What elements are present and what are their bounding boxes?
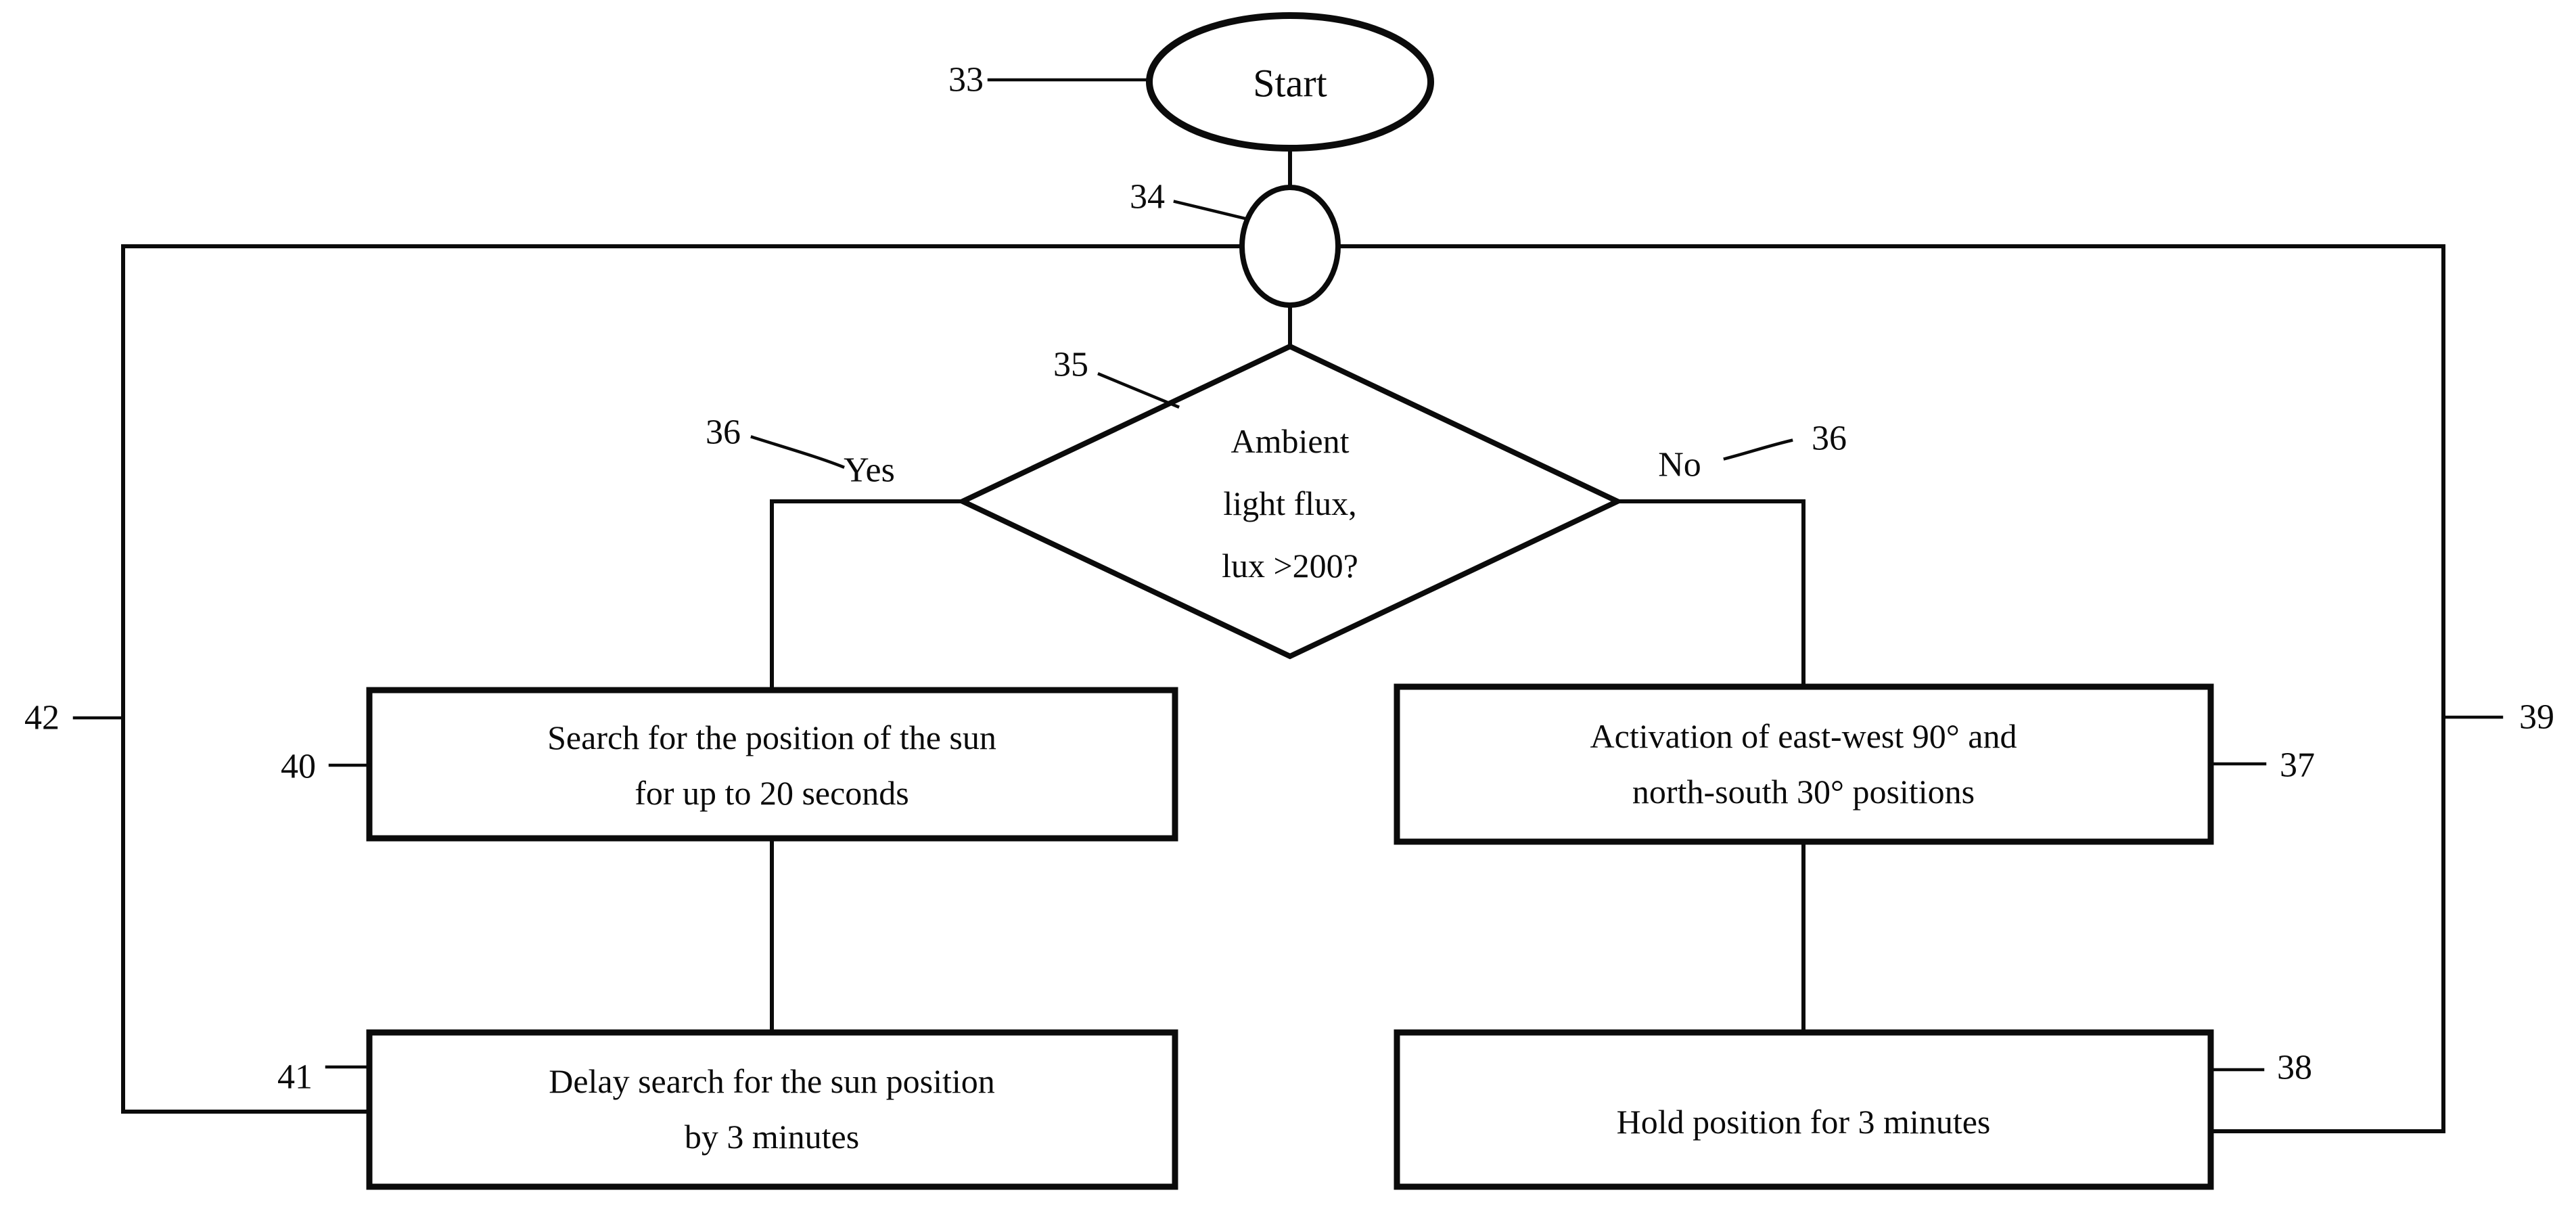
ref-34-leader	[1173, 200, 1250, 221]
delay-box-line-1: Delay search for the sun position	[549, 1062, 995, 1100]
ref-39-label: 39	[2519, 698, 2554, 737]
ref-35-leader	[1097, 372, 1180, 409]
decision-line-1: Ambient	[1231, 422, 1350, 460]
decision-diamond	[956, 343, 1624, 660]
activation-box	[1394, 683, 2214, 845]
start-terminal	[1146, 12, 1434, 152]
ref-34-label: 34	[1130, 178, 1165, 217]
ref-40-label: 40	[281, 748, 316, 786]
ref-42-label: 42	[24, 699, 60, 737]
search-box-line-1: Search for the position of the sun	[547, 719, 996, 756]
ref-35-label: 35	[1053, 346, 1088, 384]
ref-41-label: 41	[277, 1058, 313, 1097]
decision-line-2: light flux,	[1223, 484, 1356, 522]
hold-box-line-1: Hold position for 3 minutes	[1617, 1103, 1991, 1141]
activation-box-line-2: north-south 30° positions	[1632, 773, 1975, 811]
ref-36-left-leader	[750, 435, 845, 469]
start-label: Start	[1253, 62, 1327, 106]
yes-label: Yes	[844, 451, 895, 490]
junction-circle	[1239, 185, 1341, 308]
ref-36-right-leader	[1723, 438, 1793, 461]
ref-33-label: 33	[948, 61, 984, 99]
ref-38-label: 38	[2277, 1049, 2312, 1087]
hold-box	[1394, 1029, 2214, 1190]
activation-box-line-1: Activation of east-west 90° and	[1590, 717, 2017, 755]
delay-box	[366, 1029, 1178, 1190]
delay-box-line-2: by 3 minutes	[685, 1118, 859, 1156]
decision-line-3: lux >200?	[1222, 547, 1358, 585]
ref-36-right-label: 36	[1812, 419, 1847, 458]
search-box	[366, 687, 1178, 842]
ref-36-left-label: 36	[706, 413, 741, 452]
ref-37-label: 37	[2280, 746, 2315, 785]
search-box-line-2: for up to 20 seconds	[635, 774, 909, 812]
no-label: No	[1658, 446, 1701, 484]
